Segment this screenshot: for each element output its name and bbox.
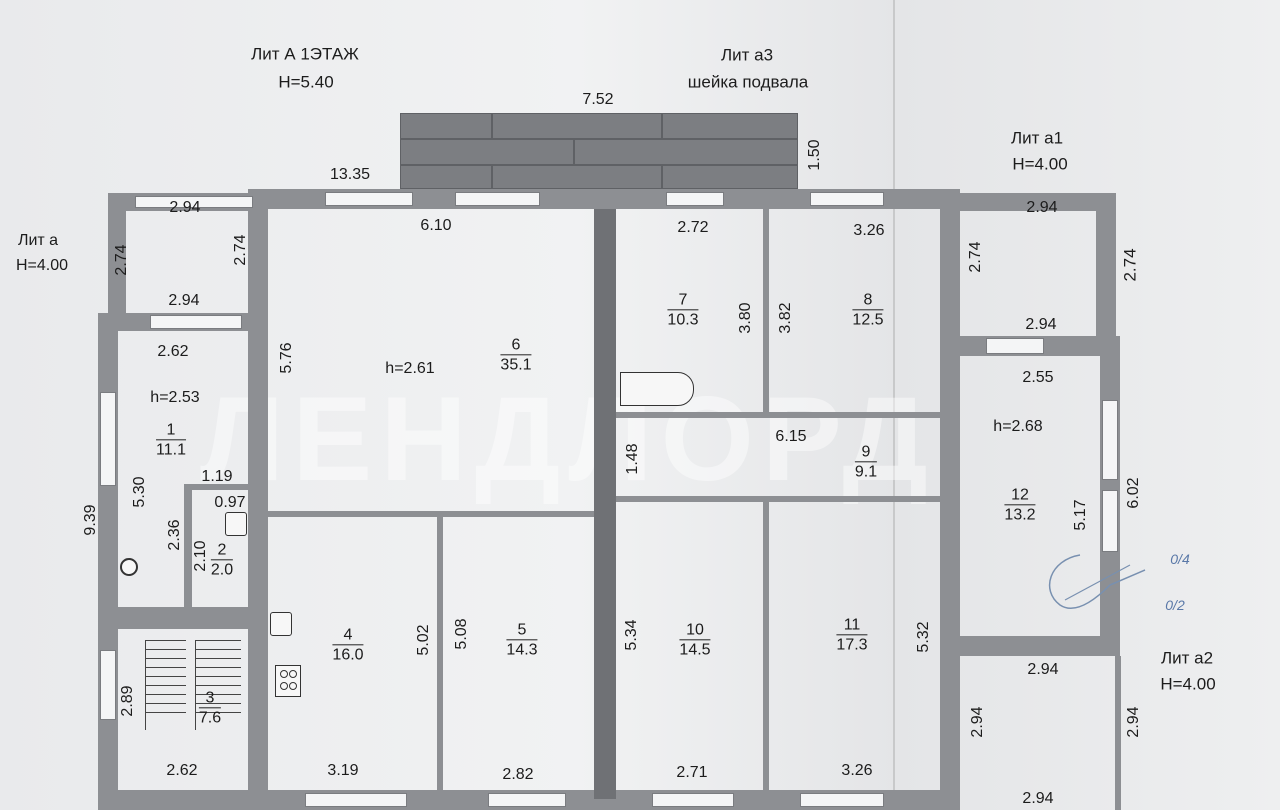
dimension-label: 2.94 — [168, 292, 200, 309]
paper-fold — [893, 0, 895, 810]
dimension-label: 2.72 — [677, 219, 709, 236]
dimension-label: 5.17 — [1072, 499, 1089, 531]
dimension-label: 2.94 — [1027, 661, 1059, 678]
handwritten-note: 0/2 — [1165, 597, 1185, 613]
lit-a-height: H=5.40 — [278, 72, 334, 92]
dimension-label: 5.32 — [915, 621, 932, 653]
dimension-label: 5.08 — [453, 618, 470, 650]
dimension-label: 2.94 — [1025, 316, 1057, 333]
dimension-label: 3.26 — [841, 762, 873, 779]
lit-a-title: Лит А 1ЭТАЖ — [251, 44, 359, 64]
stairs-2 — [195, 640, 241, 730]
dimension-label: 0.97 — [214, 494, 246, 511]
sink-icon — [270, 612, 292, 636]
dimension-label: 2.82 — [502, 766, 534, 783]
dimension-label: 5.30 — [131, 476, 148, 508]
dimension-label: 2.74 — [232, 234, 249, 266]
dimension-label: 2.62 — [157, 343, 189, 360]
dimension-label: 6.02 — [1125, 477, 1142, 509]
lit-a3-subtitle: шейка подвала — [687, 72, 809, 92]
lit-a1-height: H=4.00 — [1012, 154, 1068, 174]
boiler-icon — [120, 558, 138, 576]
dimension-label: 2.62 — [166, 762, 198, 779]
stove-icon — [275, 665, 301, 697]
handwritten-note: 0/4 — [1170, 551, 1190, 567]
dimension-label: 2.94 — [169, 199, 201, 216]
dimension-label: 5.34 — [623, 619, 640, 651]
dimension-label: 2.74 — [967, 241, 984, 273]
dimension-label: 2.94 — [969, 706, 986, 738]
ceiling-height-room1: h=2.53 — [150, 389, 200, 406]
dimension-label: 9.39 — [82, 504, 99, 536]
lit-a3-title: Лит а3 — [720, 45, 774, 65]
dimension-label: 2.94 — [1022, 790, 1054, 807]
dimension-label: 2.94 — [1125, 706, 1142, 738]
dimension-label: 1.48 — [624, 443, 641, 475]
dimension-label: 3.19 — [327, 762, 359, 779]
lit-a2-title: Лит а2 — [1160, 648, 1214, 668]
dimension-label: 2.36 — [166, 519, 183, 551]
dimension-label: 2.74 — [113, 244, 130, 276]
dimension-label: 3.82 — [777, 302, 794, 334]
stairs — [145, 640, 186, 730]
lit-a1-title: Лит а1 — [1010, 128, 1064, 148]
dimension-label: 5.02 — [415, 624, 432, 656]
dimension-label: 5.76 — [278, 342, 295, 374]
dimension-label: 2.89 — [119, 685, 136, 717]
dimension-label: 1.50 — [806, 139, 823, 171]
dimension-label: 3.80 — [737, 302, 754, 334]
lit-a-small-title: Лит а — [17, 232, 59, 249]
ceiling-height-room12: h=2.68 — [993, 418, 1043, 435]
watermark: ЛЕНДЛОРД — [200, 372, 936, 506]
ceiling-height-main: h=2.61 — [385, 360, 435, 377]
lit-a-small-height: H=4.00 — [15, 257, 69, 274]
dimension-label: 13.35 — [329, 166, 371, 183]
dimension-label: 7.52 — [582, 91, 614, 108]
bathtub-icon — [620, 372, 694, 406]
dimension-label: 3.26 — [853, 222, 885, 239]
dimension-label: 2.74 — [1120, 248, 1140, 282]
dimension-label: 1.19 — [201, 468, 233, 485]
dimension-label: 6.10 — [420, 217, 452, 234]
lit-a2-height: H=4.00 — [1160, 674, 1216, 694]
dimension-label: 2.55 — [1022, 369, 1054, 386]
washbasin-icon — [225, 512, 247, 536]
dimension-label: 6.15 — [775, 428, 807, 445]
handwritten-mark — [1049, 554, 1146, 609]
dimension-label: 2.94 — [1026, 199, 1058, 216]
dimension-label: 2.71 — [676, 764, 708, 781]
dimension-label: 2.10 — [192, 540, 209, 572]
